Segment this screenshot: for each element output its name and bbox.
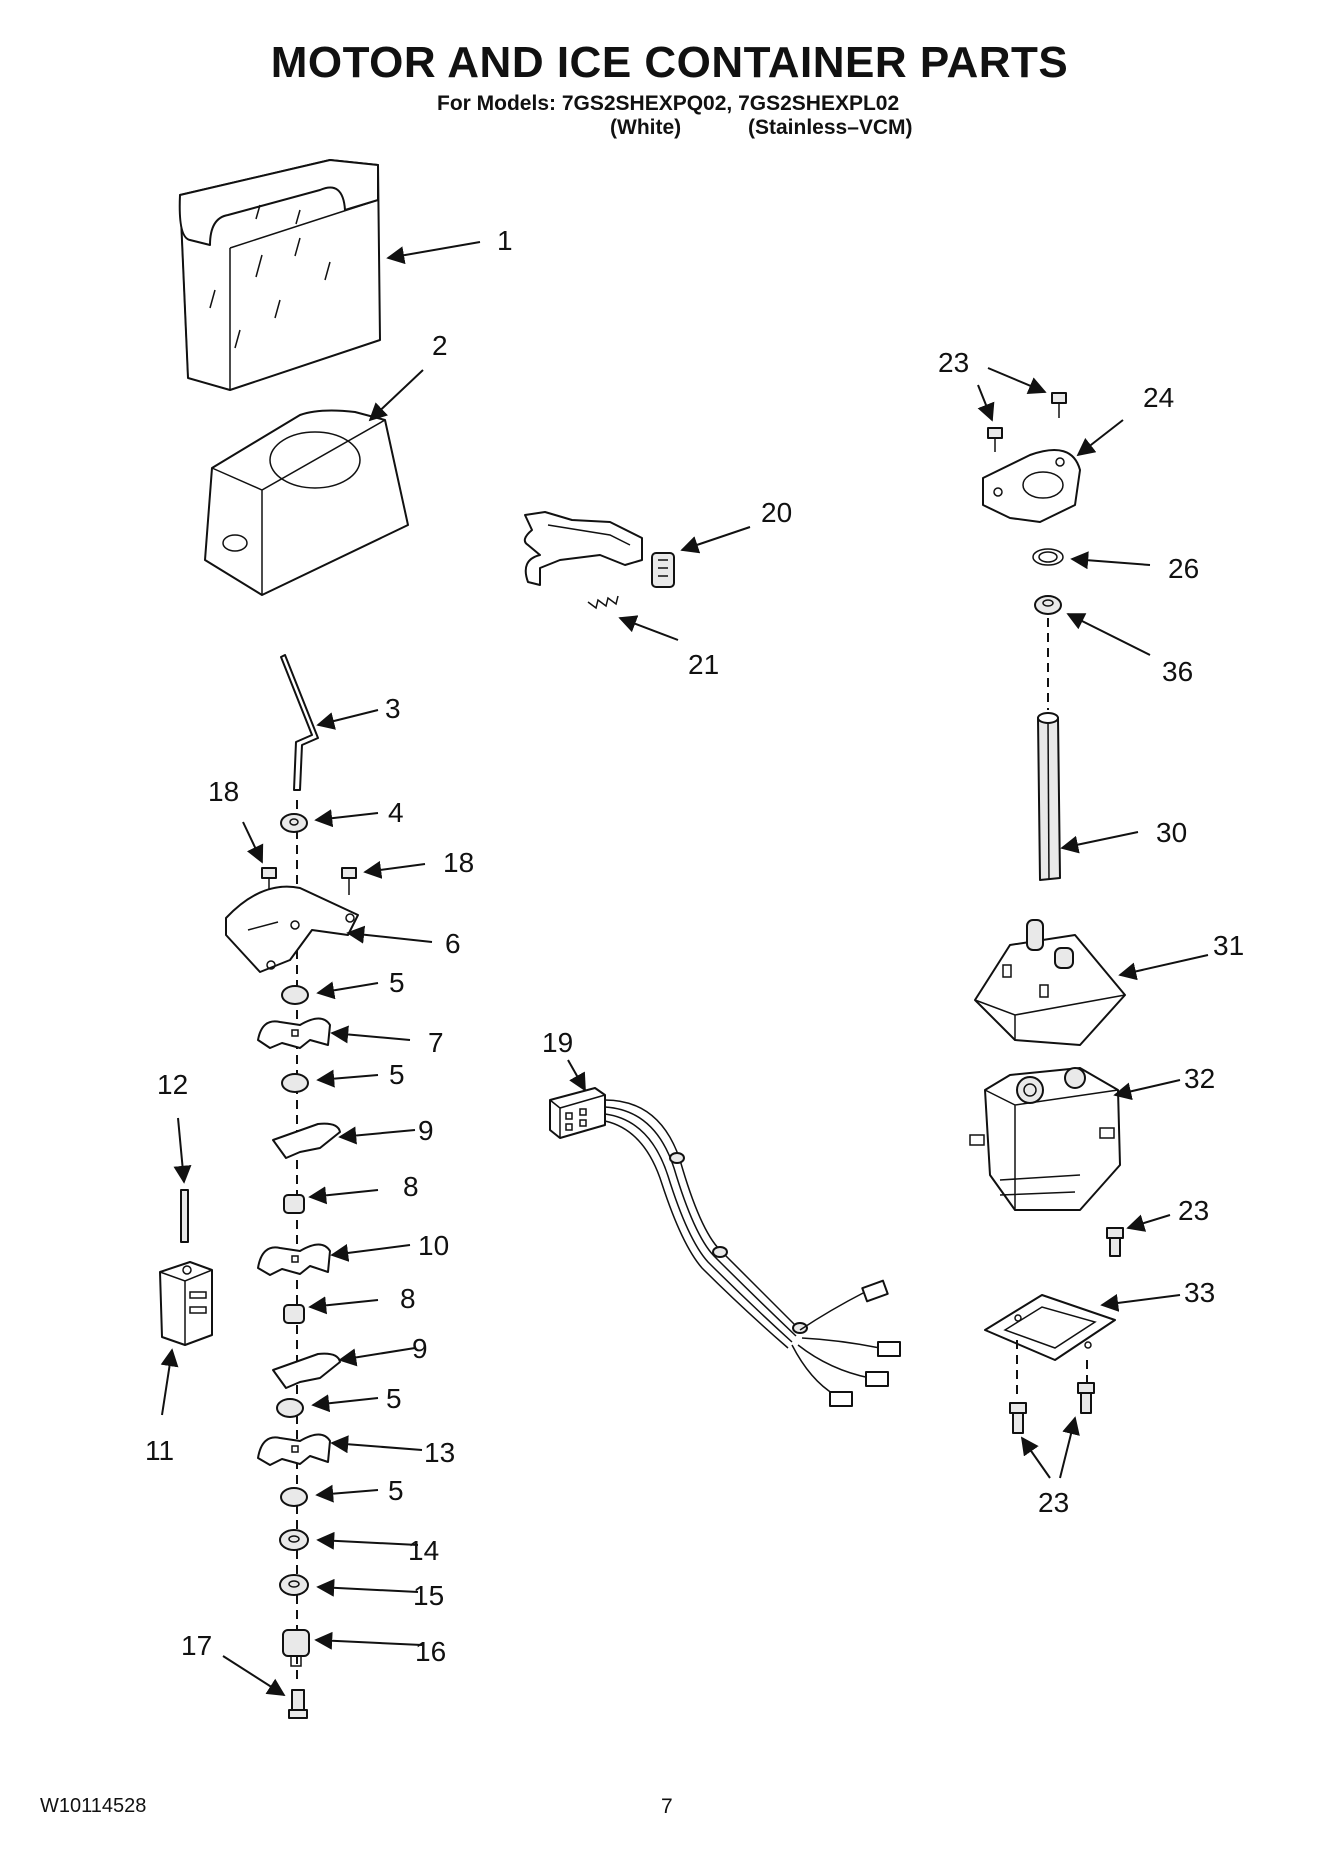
callout-24: 24: [1143, 382, 1174, 413]
blade-part-9b: [272, 1352, 341, 1389]
screw-part-23-motor: [1106, 1227, 1124, 1257]
callout-5c: 5: [386, 1383, 402, 1414]
gasket-part-33: [984, 1294, 1116, 1361]
callout-36: 36: [1162, 656, 1193, 687]
bracket-part-6: [225, 885, 359, 973]
callout-14: 14: [408, 1535, 439, 1566]
variant-white: (White): [610, 116, 682, 139]
bearing-part-16: [282, 1629, 310, 1667]
callout-32: 32: [1184, 1063, 1215, 1094]
screw-part-23-bottom-left: [1009, 1402, 1027, 1434]
callout-23c: 23: [1038, 1487, 1069, 1518]
callout-10: 10: [418, 1230, 449, 1261]
screw-part-23-top-right: [1051, 392, 1067, 418]
screw-part-23-bottom-right: [1077, 1382, 1095, 1414]
callout-1: 1: [497, 225, 513, 256]
container-base-part: [204, 409, 409, 596]
callout-15: 15: [413, 1580, 444, 1611]
washer-part-5d: [280, 1487, 308, 1507]
callout-33: 33: [1184, 1277, 1215, 1308]
page-number: 7: [661, 1795, 673, 1818]
screw-part-17: [288, 1689, 308, 1719]
spacer-part-8b: [283, 1304, 305, 1324]
switch-bracket-part-20: [523, 511, 675, 588]
callout-8a: 8: [403, 1171, 419, 1202]
spacer-part-4: [280, 813, 308, 833]
blade-part-10: [257, 1243, 331, 1276]
document-number: W10114528: [40, 1795, 147, 1817]
callout-26: 26: [1168, 553, 1199, 584]
wire-harness-part-19: [549, 1087, 901, 1407]
callout-11: 11: [145, 1435, 174, 1466]
callout-9a: 9: [418, 1115, 434, 1146]
page-title: MOTOR AND ICE CONTAINER PARTS: [270, 38, 1069, 87]
callout-13: 13: [424, 1437, 455, 1468]
callout-30: 30: [1156, 817, 1187, 848]
callout-9b: 9: [412, 1333, 428, 1364]
washer-part-15: [279, 1574, 309, 1596]
callout-2: 2: [432, 330, 448, 361]
screw-part-23-top-left: [987, 427, 1003, 452]
block-part-11: [159, 1261, 213, 1346]
ice-container-part: [178, 159, 381, 391]
mounting-plate-part-24: [982, 449, 1081, 523]
washer-part-5a: [281, 985, 309, 1005]
ring-part-26: [1032, 548, 1064, 566]
callout-4: 4: [388, 797, 404, 828]
callout-23b: 23: [1178, 1195, 1209, 1226]
callout-18a: 18: [208, 776, 239, 807]
variant-stainless: (Stainless–VCM): [748, 116, 913, 139]
pin-part-12: [180, 1189, 189, 1243]
motor-part-32: [969, 1067, 1121, 1211]
callout-16: 16: [415, 1636, 446, 1667]
auger-rod-part: [280, 654, 319, 791]
spacer-part-8a: [283, 1194, 305, 1214]
callout-23a: 23: [938, 347, 969, 378]
callout-3: 3: [385, 693, 401, 724]
washer-part-5c: [276, 1398, 304, 1418]
shaft-part-30: [1037, 712, 1061, 881]
washer-part-14: [279, 1529, 309, 1551]
callout-5d: 5: [388, 1475, 404, 1506]
callout-5b: 5: [389, 1059, 405, 1090]
washer-part-5b: [281, 1073, 309, 1093]
callout-21: 21: [688, 649, 719, 680]
callout-31: 31: [1213, 930, 1244, 961]
callout-5a: 5: [389, 967, 405, 998]
screw-part-18b: [341, 867, 357, 895]
callout-18b: 18: [443, 847, 474, 878]
blade-part-13: [257, 1433, 331, 1466]
callout-17: 17: [181, 1630, 212, 1661]
blade-part-9a: [272, 1122, 341, 1159]
motor-cover-part-31: [974, 919, 1126, 1046]
callout-20: 20: [761, 497, 792, 528]
callout-7: 7: [428, 1027, 444, 1058]
callout-6: 6: [445, 928, 461, 959]
nut-part-36: [1034, 595, 1062, 615]
spring-part-21: [587, 595, 619, 610]
models-line: For Models: 7GS2SHEXPQ02, 7GS2SHEXPL02: [437, 92, 900, 115]
blade-part-7: [257, 1017, 331, 1049]
callout-19: 19: [542, 1027, 573, 1058]
callout-8b: 8: [400, 1283, 416, 1314]
callout-12: 12: [157, 1069, 188, 1100]
